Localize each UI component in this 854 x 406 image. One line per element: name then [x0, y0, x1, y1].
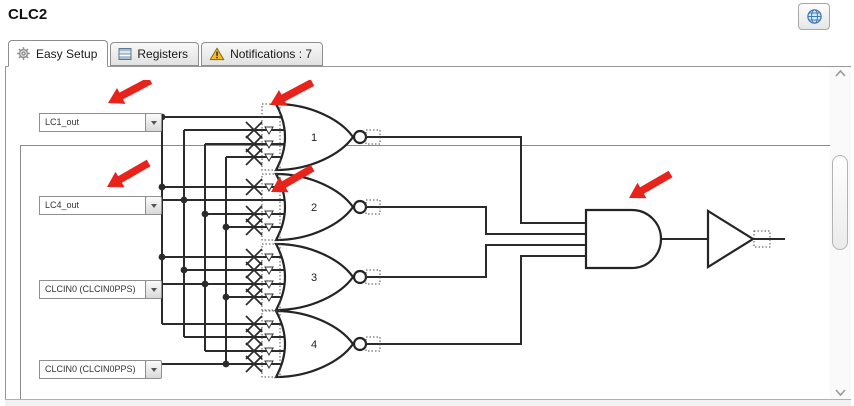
caret-down-icon	[150, 120, 157, 125]
input-select-2-dropdown-button[interactable]	[145, 196, 162, 215]
gate-number-4: 4	[311, 339, 317, 351]
invert-bubble-1[interactable]	[352, 129, 368, 145]
annotation-arrow-input2	[107, 159, 151, 188]
annotation-arrow-input1	[108, 80, 153, 104]
annotation-arrow-gate1	[270, 80, 315, 106]
gate3-output-box[interactable]	[365, 269, 381, 285]
invert-bubble-2[interactable]	[352, 199, 368, 215]
gate2-output-box[interactable]	[365, 199, 381, 215]
gate2-input4-disconnected-x[interactable]	[245, 218, 263, 236]
gear-icon	[17, 47, 30, 60]
tab-label: Easy Setup	[36, 46, 98, 61]
gate1-input3-invert-toggle[interactable]	[264, 140, 274, 150]
input-wire	[157, 116, 288, 365]
gate-number-1: 1	[311, 132, 317, 144]
wires	[157, 116, 785, 365]
gate1-input2-disconnected-x[interactable]	[245, 121, 263, 139]
gate2-input4-invert-toggle[interactable]	[264, 223, 274, 233]
gate2-input1-disconnected-x[interactable]	[245, 178, 263, 196]
input-select-2-value[interactable]: LC4_out	[39, 196, 146, 215]
connector-markers	[261, 103, 771, 378]
easy-setup-panel: 1 2 3 4	[5, 66, 851, 406]
gate4-input2-disconnected-x[interactable]	[245, 328, 263, 346]
junction-dots	[158, 113, 230, 368]
bus-column-3	[204, 143, 288, 352]
or-gate-1[interactable]	[274, 102, 355, 172]
gate1-input4-disconnected-x[interactable]	[245, 148, 263, 166]
tab-notifications[interactable]: Notifications : 7	[201, 42, 324, 66]
gate3-input2-disconnected-x[interactable]	[245, 261, 263, 279]
registers-icon	[118, 48, 132, 60]
caret-down-icon	[150, 203, 157, 208]
input-select-3-value[interactable]: CLCIN0 (CLCIN0PPS)	[39, 280, 146, 299]
gate-output-wires	[366, 136, 586, 345]
and-gate[interactable]	[584, 208, 663, 270]
gate1-input4-invert-toggle[interactable]	[264, 153, 274, 163]
caret-down-icon	[150, 287, 157, 292]
globe-button[interactable]	[798, 3, 830, 30]
tab-bar: Easy Setup Registers Notifications : 7	[8, 40, 325, 67]
tab-label: Registers	[137, 47, 189, 61]
gate1-input3-disconnected-x[interactable]	[245, 135, 263, 153]
scroll-down-icon[interactable]	[834, 388, 847, 397]
input-select-4-value[interactable]: CLCIN0 (CLCIN0PPS)	[39, 360, 146, 379]
annotation-arrow-gate2	[271, 164, 315, 193]
gate4-input4-invert-toggle[interactable]	[264, 360, 274, 370]
or-gate-2[interactable]	[274, 172, 355, 242]
gate-numbers: 1 2 3 4	[311, 132, 317, 351]
input-select-3-dropdown-button[interactable]	[145, 280, 162, 299]
gate4-output-box[interactable]	[365, 336, 381, 352]
tab-registers[interactable]: Registers	[110, 42, 200, 66]
gate3-input1-disconnected-x[interactable]	[245, 248, 263, 266]
input-select-4-dropdown-button[interactable]	[145, 360, 162, 379]
vertical-scrollbar-thumb[interactable]	[832, 155, 848, 250]
globe-icon	[806, 9, 822, 24]
tab-easy-setup[interactable]: Easy Setup	[8, 40, 109, 67]
gate3-input4-invert-toggle[interactable]	[264, 293, 274, 303]
scroll-up-icon[interactable]	[834, 69, 847, 78]
gate4-input1-invert-toggle[interactable]	[264, 320, 274, 330]
input-select-2[interactable]: LC4_out	[39, 196, 162, 215]
gate2-input3-disconnected-x[interactable]	[245, 205, 263, 223]
input-select-1-value[interactable]: LC1_out	[39, 113, 146, 132]
vertical-scrollbar[interactable]	[830, 67, 851, 399]
gate2-input1-invert-toggle[interactable]	[264, 183, 274, 193]
gate3-input3-invert-toggle[interactable]	[264, 280, 274, 290]
gate2-input3-invert-toggle[interactable]	[264, 210, 274, 220]
gate3-input2-invert-toggle[interactable]	[264, 266, 274, 276]
gate1-input2-invert-toggle[interactable]	[264, 126, 274, 136]
output-buffer[interactable]	[706, 209, 756, 269]
input-select-3[interactable]: CLCIN0 (CLCIN0PPS)	[39, 280, 162, 299]
gate-number-2: 2	[311, 202, 317, 214]
gate3-input4-disconnected-x[interactable]	[245, 288, 263, 306]
or-gate-3[interactable]	[274, 242, 355, 312]
or-gates	[274, 102, 368, 379]
tab-label: Notifications : 7	[230, 47, 313, 61]
horizontal-scrollbar[interactable]	[5, 399, 851, 406]
annotation-arrow-and-gate	[629, 170, 673, 199]
gate4-input1-disconnected-x[interactable]	[245, 315, 263, 333]
bus-column-4	[225, 156, 288, 364]
gate1-output-box[interactable]	[365, 129, 381, 145]
invert-bubble-4[interactable]	[352, 336, 368, 352]
or-gate-4[interactable]	[274, 309, 355, 379]
input-select-4[interactable]: CLCIN0 (CLCIN0PPS)	[39, 360, 162, 379]
annotation-arrows	[107, 80, 673, 199]
gate1-input-strip[interactable]	[261, 103, 281, 171]
logic-diagram: 1 2 3 4	[107, 80, 785, 379]
gate-number-3: 3	[311, 272, 317, 284]
bus-column-2	[183, 129, 288, 338]
gate3-input3-disconnected-x[interactable]	[245, 275, 263, 293]
caret-down-icon	[150, 367, 157, 372]
input-select-1-dropdown-button[interactable]	[145, 113, 162, 132]
gate3-input1-invert-toggle[interactable]	[264, 253, 274, 263]
gate4-input2-invert-toggle[interactable]	[264, 333, 274, 343]
gate4-input3-disconnected-x[interactable]	[245, 342, 263, 360]
invert-bubble-3[interactable]	[352, 269, 368, 285]
page-title: CLC2	[8, 6, 48, 23]
gate4-input4-disconnected-x[interactable]	[245, 355, 263, 373]
gate4-input3-invert-toggle[interactable]	[264, 347, 274, 357]
warning-icon	[209, 47, 225, 61]
input-select-1[interactable]: LC1_out	[39, 113, 162, 132]
